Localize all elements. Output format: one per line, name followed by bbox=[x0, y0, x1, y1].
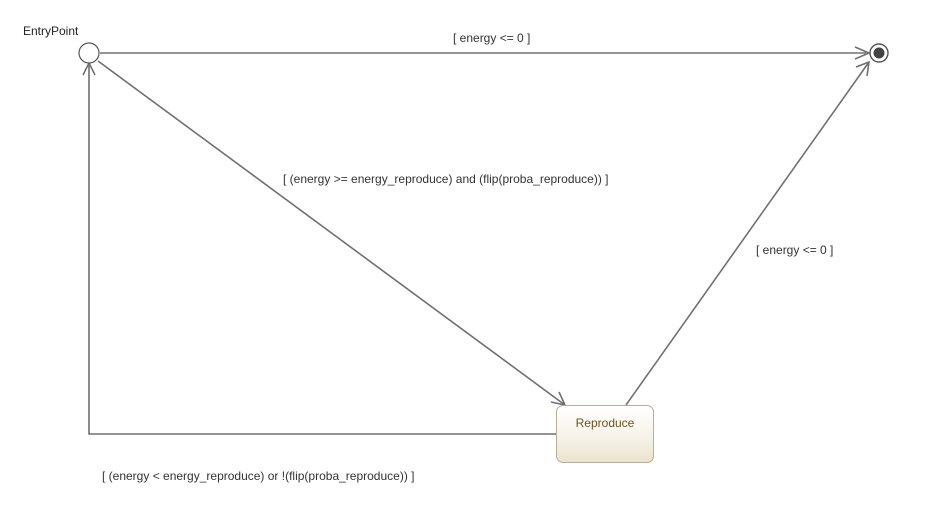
transition-entry-to-reproduce[interactable] bbox=[97, 60, 567, 407]
guard-label-entry-to-reproduce: [ (energy >= energy_reproduce) and (flip… bbox=[283, 172, 609, 186]
entry-point-label: EntryPoint bbox=[23, 24, 79, 38]
final-state-node[interactable] bbox=[869, 43, 889, 63]
guard-label-reproduce-to-entry: [ (energy < energy_reproduce) or !(flip(… bbox=[102, 469, 415, 483]
transition-reproduce-to-entry[interactable] bbox=[82, 61, 556, 435]
transition-reproduce-to-final[interactable] bbox=[625, 60, 870, 406]
guard-label-reproduce-to-final: [ energy <= 0 ] bbox=[756, 243, 834, 257]
state-reproduce[interactable]: Reproduce bbox=[556, 405, 654, 463]
guard-label-entry-to-final: [ energy <= 0 ] bbox=[453, 31, 531, 45]
entry-point-node[interactable] bbox=[78, 42, 100, 64]
state-reproduce-label: Reproduce bbox=[575, 416, 635, 430]
transition-entry-to-final[interactable] bbox=[100, 46, 872, 60]
